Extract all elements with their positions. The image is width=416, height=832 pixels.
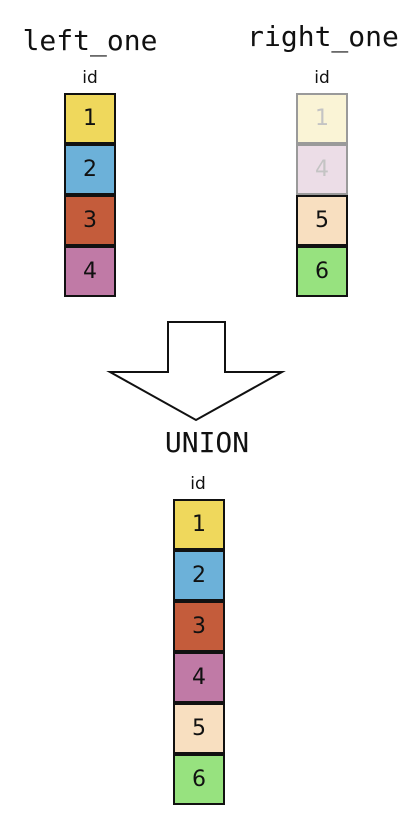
id-cell: 6 [296,246,348,297]
id-cell: 3 [64,195,116,246]
id-cell: 5 [296,195,348,246]
right-table-column-header: id [314,68,330,88]
id-cell: 2 [64,144,116,195]
result-table-column-header: id [190,474,206,494]
id-cell: 4 [173,652,225,703]
id-cell: 5 [173,703,225,754]
id-cell: 1 [296,93,348,144]
id-cell: 6 [173,754,225,805]
operation-label: UNION [164,426,250,459]
id-cell: 2 [173,550,225,601]
id-cell: 3 [173,601,225,652]
id-cell: 1 [173,499,225,550]
left-table-column-header: id [82,68,98,88]
id-cell: 4 [296,144,348,195]
id-cell: 4 [64,246,116,297]
id-cell: 1 [64,93,116,144]
right-table-title: right_one [247,20,399,53]
left-table-title: left_one [22,24,158,57]
